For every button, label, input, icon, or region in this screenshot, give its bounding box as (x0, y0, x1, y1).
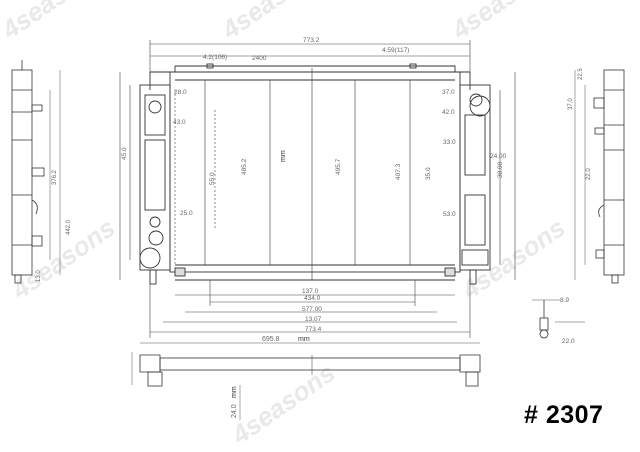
inlet-port (139, 247, 161, 269)
side-bottom-label: 13.0 (36, 270, 42, 282)
bottom-height-label: 24.0 (231, 404, 238, 418)
lower-tank-unit: mm (298, 336, 310, 343)
lower-tank-length: 695.8 (262, 336, 280, 343)
end-view-dim-3: 22.0 (586, 168, 592, 180)
bottom-span-3: 577.00 (302, 306, 322, 313)
side-height-label: 442.0 (66, 219, 72, 235)
right-view-dim-1: 37.0 (442, 89, 455, 96)
right-view-dim-5: 53.0 (443, 211, 456, 218)
watermark-text: 4seasons (5, 212, 120, 305)
right-side-view (574, 69, 625, 284)
right-side-labels: 22.5 37.0 22.0 (568, 68, 592, 180)
bottom-span-4: 13.07 (305, 316, 322, 323)
bottom-view-labels: 695.8 mm 24.0 mm (231, 336, 310, 418)
bottom-span-5: 773.4 (305, 326, 322, 333)
core-height-right-label: 407.3 (395, 163, 402, 180)
front-dimensions (119, 40, 516, 338)
front-labels: 773.2 4.2(106) 4.59(117) 2400 485.2 mm 4… (121, 37, 507, 333)
watermark-text: 4seasons (0, 0, 111, 45)
part-number: # 2307 (524, 401, 604, 429)
right-section-label: 4.59(117) (382, 47, 409, 54)
outlet-dia-label: 24.00 (490, 153, 507, 160)
bolt-detail (532, 299, 585, 339)
left-view-dim-5: 45.0 (121, 147, 128, 160)
outlet-port (148, 100, 162, 114)
left-side-labels: 376.2 442.0 13.0 (36, 169, 72, 282)
right-tank (459, 84, 491, 271)
watermark-text: 4seasons (225, 357, 340, 450)
bottom-span-1: 137.0 (302, 288, 319, 295)
left-side-view (11, 60, 61, 284)
side-core-label: 376.2 (52, 169, 58, 185)
inlet-dia-label: 38.00 (497, 161, 504, 178)
front-view (139, 63, 491, 285)
right-view-dim-4: 35.0 (425, 167, 432, 180)
core-height-label: 485.2 (241, 158, 248, 175)
bolt-detail-labels: 8.9 22.0 (560, 297, 575, 345)
bottom-view (131, 342, 481, 420)
left-view-dim-4: 25.0 (180, 210, 193, 217)
end-view-dim-1: 22.5 (578, 68, 584, 80)
pin-length-label: 22.0 (562, 338, 575, 345)
left-view-dim-3: 55.0 (209, 172, 216, 185)
bolt-dia-label: 8.9 (560, 297, 569, 304)
overall-width-label: 773.2 (303, 37, 320, 44)
left-section-label: 4.2(106) (203, 54, 227, 61)
filler-neck-label: 2400 (252, 55, 267, 62)
core-height-unit: mm (280, 150, 287, 162)
core-height-side-label: 495.7 (335, 158, 342, 175)
end-view-dim-2: 37.0 (568, 98, 574, 110)
right-view-dim-2: 42.0 (442, 109, 455, 116)
radiator-core-frame (169, 71, 461, 273)
bottom-span-2: 434.0 (304, 295, 321, 302)
left-view-dim-2: 43.0 (173, 119, 186, 126)
right-view-dim-3: 33.0 (443, 139, 456, 146)
watermark-text: 4seasons (445, 0, 560, 45)
bottom-height-unit: mm (231, 386, 238, 398)
left-view-dim-1: 28.0 (174, 89, 187, 96)
watermark-text: 4seasons (455, 212, 570, 305)
